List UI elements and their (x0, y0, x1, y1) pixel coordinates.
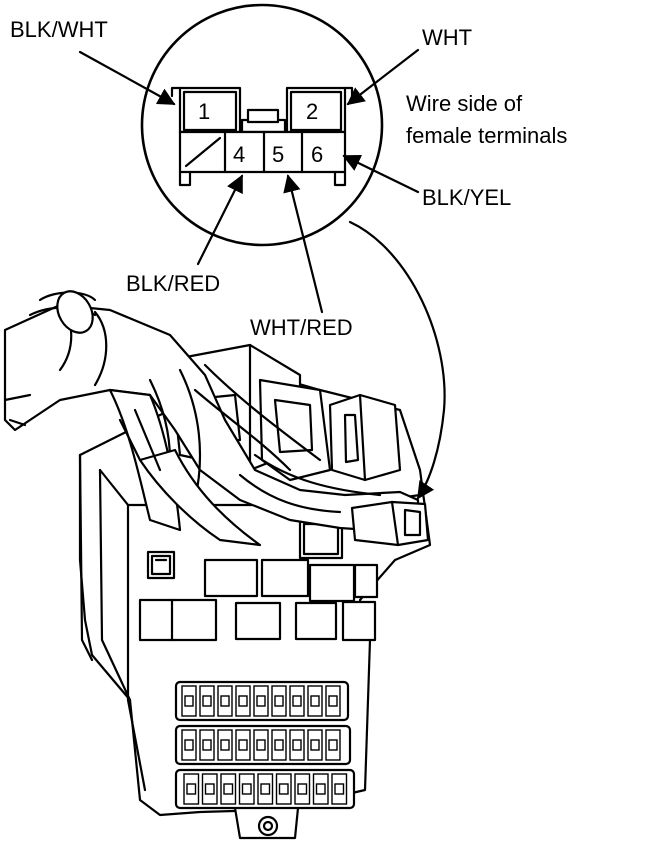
label-blk-yel: BLK/YEL (422, 185, 512, 210)
fuse-slot (238, 773, 255, 805)
fuse-slot (217, 685, 233, 717)
fuse-slot-tab (256, 739, 266, 751)
fuse-slot (183, 773, 200, 805)
fuse-slot-tab (220, 695, 230, 707)
fuse-slot-tab (274, 739, 284, 751)
arrow-blk-wht (78, 50, 176, 106)
pin-6-label: 6 (311, 142, 323, 167)
fuse-slot-tab (186, 783, 197, 795)
label-blk-red: BLK/RED (126, 271, 221, 296)
fuse-slot (181, 685, 197, 717)
arrow-blk-yel (342, 154, 420, 194)
wire-harness (3, 290, 430, 547)
note-line-1: Wire side of (406, 91, 523, 116)
callout-arrows (78, 48, 446, 500)
pin-2-label: 2 (306, 99, 318, 124)
fuse-slot (217, 729, 233, 761)
note-line-2: female terminals (406, 123, 568, 148)
fuse-slot (294, 773, 311, 805)
fuse-slot (235, 729, 251, 761)
fuse-slot-tab (260, 783, 271, 795)
arrow-wht-red (283, 174, 324, 314)
fuse-slot (199, 685, 215, 717)
fuse-slot-tab (202, 739, 212, 751)
fuse-slot-tab (274, 695, 284, 707)
fuse-slot-tab (204, 783, 215, 795)
fuse-slot-tab (278, 783, 289, 795)
fuse-slot-tab (328, 739, 338, 751)
fuse-slot-tab (238, 739, 248, 751)
label-blk-wht: BLK/WHT (10, 17, 108, 42)
fuse-slot (307, 729, 323, 761)
fuse-slot (253, 685, 269, 717)
fuse-slot-tab (223, 783, 234, 795)
fuse-slot (312, 773, 329, 805)
pin-4-label: 4 (233, 142, 245, 167)
fuse-slot-tab (315, 783, 326, 795)
fuse-slot (331, 773, 348, 805)
fuse-slot (235, 685, 251, 717)
mini-fuse-grid (174, 680, 356, 810)
fuse-slot-tab (238, 695, 248, 707)
fuse-slot (289, 685, 305, 717)
fuse-slot (289, 729, 305, 761)
fuse-slot (307, 685, 323, 717)
fuse-slot (199, 729, 215, 761)
fuse-slot-tab (334, 783, 345, 795)
arrow-wht (346, 48, 420, 106)
fuse-slot-tab (310, 695, 320, 707)
fuse-slot (201, 773, 218, 805)
fuse-slot-tab (220, 739, 230, 751)
fuse-slot (253, 729, 269, 761)
fuse-slot-tab (184, 739, 194, 751)
fuse-slot (325, 729, 341, 761)
connector-face (170, 86, 354, 187)
fuse-slot (257, 773, 274, 805)
fuse-slot (271, 685, 287, 717)
pin-5-label: 5 (272, 142, 284, 167)
fuse-slot-tab (184, 695, 194, 707)
arrow-zoom-to-connector (348, 220, 446, 500)
label-wht: WHT (422, 25, 473, 50)
pin-1-label: 1 (198, 99, 210, 124)
fuse-slot (275, 773, 292, 805)
fuse-slot-tab (292, 695, 302, 707)
fuse-slot-tab (297, 783, 308, 795)
fuse-slot-tab (256, 695, 266, 707)
fuse-slot-tab (241, 783, 252, 795)
fuse-slot (181, 729, 197, 761)
fuse-slot-tab (310, 739, 320, 751)
fuse-slot-tab (202, 695, 212, 707)
arrow-blk-red (196, 174, 244, 266)
fuse-slot (220, 773, 237, 805)
fuse-slot (325, 685, 341, 717)
fuse-slot-tab (328, 695, 338, 707)
label-wht-red: WHT/RED (250, 315, 353, 340)
relay-blocks (168, 343, 402, 482)
fuse-slots (138, 518, 379, 642)
fuse-slot-tab (292, 739, 302, 751)
fuse-slot (271, 729, 287, 761)
